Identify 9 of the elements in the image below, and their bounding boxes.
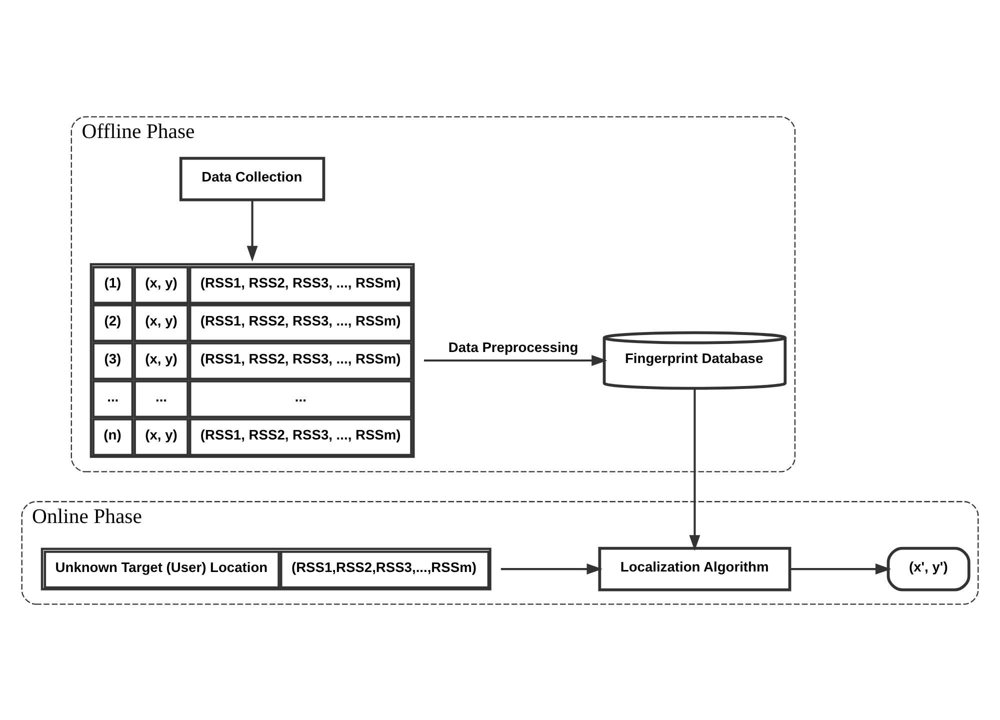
node-box: Localization Algorithm [598, 546, 792, 591]
arrow [500, 563, 602, 574]
arrow [689, 388, 700, 550]
edge-label: Data Preprocessing [448, 338, 578, 354]
arrow [790, 563, 892, 574]
node-box: Data Collection [179, 156, 326, 201]
node-box: (x', y') [886, 546, 970, 591]
arrow [424, 354, 608, 366]
arrow [246, 200, 258, 262]
